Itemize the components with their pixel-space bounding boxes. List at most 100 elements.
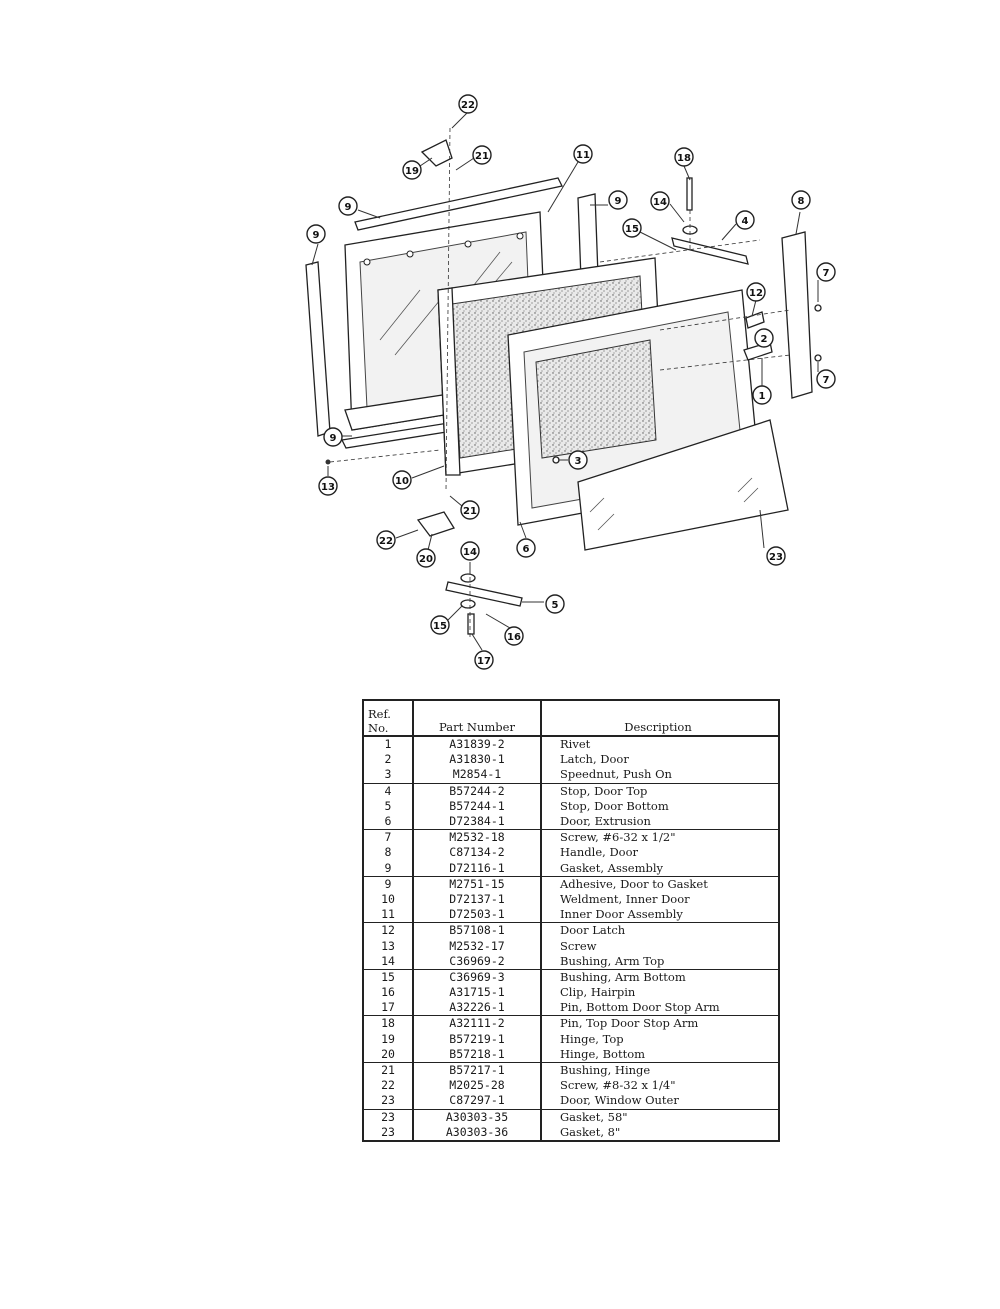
callout-11: 11	[573, 144, 593, 164]
callout-6: 6	[516, 538, 536, 558]
svg-text:17: 17	[477, 656, 491, 667]
callout-21-bottom: 21	[460, 500, 480, 520]
door-handle	[781, 231, 813, 399]
svg-text:4: 4	[742, 216, 749, 227]
description-cell: Gasket, 58"	[560, 1109, 628, 1124]
ref-cell: 16	[363, 985, 414, 1001]
part-number-cell: D72384-1	[413, 813, 542, 831]
svg-text:11: 11	[576, 150, 590, 161]
svg-text:6: 6	[523, 544, 530, 555]
svg-text:20: 20	[419, 554, 433, 565]
svg-text:9: 9	[313, 230, 320, 241]
description-cell: Gasket, 8"	[560, 1124, 621, 1139]
description-cell: Inner Door Assembly	[541, 907, 779, 924]
svg-text:10: 10	[395, 476, 409, 487]
part-number-cell: C87134-2	[413, 845, 542, 861]
description-cell: Screw, #8-32 x 1/4"	[560, 1078, 676, 1093]
description-cell: Adhesive, Door to Gasket	[560, 876, 708, 891]
part-number-cell: A31830-1	[413, 752, 542, 768]
callout-3: 3	[568, 450, 588, 470]
callout-15-top: 15	[622, 218, 642, 238]
part-number-cell: A30303-35	[413, 1109, 542, 1125]
description-cell: Pin, Bottom Door Stop Arm	[541, 1000, 779, 1017]
callout-12: 12	[746, 282, 766, 302]
svg-text:16: 16	[507, 632, 521, 643]
description-cell: Stop, Door Top	[560, 783, 648, 798]
svg-text:7: 7	[823, 375, 830, 386]
ref-cell: 12	[363, 922, 414, 939]
part-number-cell: B57244-1	[413, 798, 542, 814]
ref-cell: 1	[363, 736, 414, 753]
ref-cell: 23	[363, 1109, 414, 1125]
svg-text:22: 22	[379, 536, 393, 547]
ref-cell: 8	[363, 845, 414, 861]
description-cell: Screw, #6-32 x 1/2"	[560, 830, 676, 845]
svg-text:15: 15	[625, 224, 639, 235]
callout-14-top: 14	[650, 191, 670, 211]
header-part-number: Part Number	[413, 700, 542, 737]
ref-cell: 23	[363, 1093, 414, 1110]
ref-cell: 23	[363, 1124, 414, 1141]
callout-7-bottom: 7	[816, 369, 836, 389]
part-number-cell: M2751-15	[413, 876, 542, 892]
part-number-cell: A32111-2	[413, 1015, 542, 1032]
svg-text:18: 18	[677, 153, 691, 164]
callout-16: 16	[504, 626, 524, 646]
callout-9-right: 9	[608, 190, 628, 210]
ref-cell: 9	[363, 876, 414, 892]
description-cell: Clip, Hairpin	[560, 985, 636, 1000]
ref-cell: 15	[363, 969, 414, 985]
bottom-stop-arm	[445, 581, 523, 607]
screw-7-bottom	[814, 354, 822, 362]
svg-text:22: 22	[461, 100, 475, 111]
ref-cell: 4	[363, 783, 414, 799]
ref-cell: 22	[363, 1078, 414, 1094]
part-number-cell: A31715-1	[413, 985, 542, 1001]
description-cell: Door Latch	[560, 923, 626, 938]
callout-17: 17	[474, 650, 494, 670]
part-number-cell: B57244-2	[413, 783, 542, 799]
top-pin	[686, 177, 693, 211]
description-cell: Screw	[560, 938, 597, 953]
callout-21-top: 21	[472, 145, 492, 165]
callout-13: 13	[318, 476, 338, 496]
description-cell: Bushing, Hinge	[560, 1063, 651, 1078]
part-number-cell: C36969-3	[413, 969, 542, 985]
callout-19: 19	[402, 160, 422, 180]
svg-text:19: 19	[405, 166, 419, 177]
description-cell: Door, Window Outer	[541, 1093, 779, 1110]
svg-text:14: 14	[653, 197, 667, 208]
ref-cell: 18	[363, 1015, 414, 1032]
svg-text:9: 9	[345, 202, 352, 213]
bottom-pin	[467, 613, 475, 635]
ref-cell: 20	[363, 1046, 414, 1063]
part-number-cell: D72116-1	[413, 860, 542, 877]
svg-text:23: 23	[769, 552, 783, 563]
description-cell: Weldment, Inner Door	[560, 891, 690, 906]
ref-cell: 10	[363, 891, 414, 908]
ref-cell: 13	[363, 938, 414, 954]
bushing-arm-bottom	[460, 599, 476, 609]
screw-13	[325, 459, 331, 465]
part-number-cell: B57219-1	[413, 1031, 542, 1047]
callout-23: 23	[766, 546, 786, 566]
ref-cell: 6	[363, 813, 414, 831]
ref-cell: 2	[363, 752, 414, 768]
svg-text:21: 21	[463, 506, 477, 517]
part-number-cell: D72137-1	[413, 891, 542, 908]
svg-text:5: 5	[552, 600, 559, 611]
part-number-cell: M2025-28	[413, 1078, 542, 1094]
